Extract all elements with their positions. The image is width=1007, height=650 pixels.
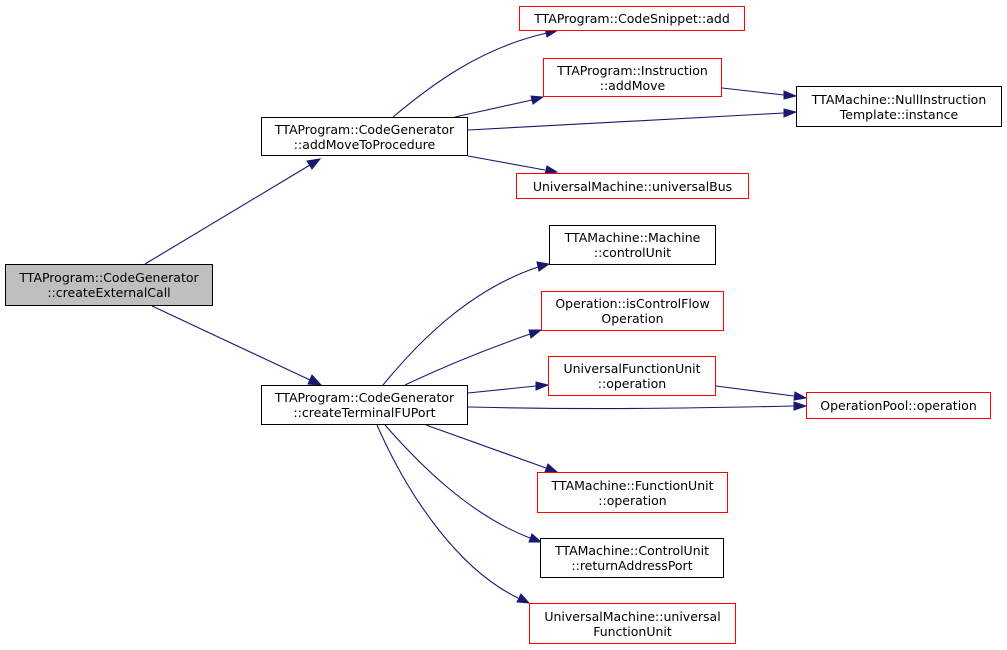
node-label: Operation::isControlFlow	[555, 296, 710, 311]
node-universal-function-unit[interactable]: UniversalMachine::universal FunctionUnit	[529, 603, 736, 644]
node-label: TTAProgram::CodeSnippet::add	[534, 11, 730, 26]
node-label: ::addMoveToProcedure	[293, 136, 436, 152]
edge-create-terminal-fu-port-to-function-unit-operation	[425, 424, 547, 469]
node-label: UniversalMachine::universal	[544, 608, 721, 624]
node-null-instruction-template-instance[interactable]: TTAMachine::NullInstruction Template::in…	[796, 86, 1002, 127]
arrowhead	[544, 463, 559, 473]
node-operation-pool-operation[interactable]: OperationPool::operation	[806, 392, 991, 419]
arrowhead	[530, 95, 545, 105]
node-universal-bus[interactable]: UniversalMachine::universalBus	[516, 173, 749, 199]
arrowhead	[528, 329, 543, 339]
arrowhead	[783, 90, 798, 100]
edge-universal-function-unit-operation-to-operation-pool	[715, 385, 795, 397]
node-label: TTAMachine::Machine	[564, 230, 701, 245]
node-create-terminal-fu-port[interactable]: TTAProgram::CodeGenerator ::createTermin…	[261, 385, 468, 425]
node-label: Template::instance	[839, 106, 959, 122]
edge-add-move-to-procedure-to-code-snippet-add	[392, 32, 548, 118]
node-label: TTAProgram::Instruction	[557, 62, 708, 78]
edge-add-move-to-procedure-to-instruction-add-move	[454, 99, 533, 118]
arrowhead	[528, 533, 543, 543]
arrowhead	[793, 391, 808, 401]
node-add-move-to-procedure[interactable]: TTAProgram::CodeGenerator ::addMoveToPro…	[261, 117, 468, 156]
node-label: OperationPool::operation	[820, 398, 977, 413]
arrowhead	[536, 261, 551, 272]
node-label: TTAProgram::CodeGenerator	[19, 270, 199, 285]
edge-create-external-call-to-create-terminal-fu-port	[151, 305, 311, 381]
edge-create-terminal-fu-port-to-return-address-port	[384, 424, 531, 539]
node-label: ::addMove	[599, 77, 666, 93]
node-label: FunctionUnit	[593, 623, 672, 639]
node-return-address-port[interactable]: TTAMachine::ControlUnit ::returnAddressP…	[540, 538, 724, 578]
node-label: ::controlUnit	[593, 245, 672, 260]
edge-create-terminal-fu-port-to-universal-function-unit-operation	[467, 385, 537, 394]
node-is-control-flow-operation[interactable]: Operation::isControlFlow Operation	[541, 291, 724, 331]
node-label: Operation	[601, 311, 664, 326]
edge-create-terminal-fu-port-to-operation-pool	[467, 405, 795, 410]
edge-instruction-add-move-to-null-instruction-template	[721, 87, 785, 96]
node-create-external-call: TTAProgram::CodeGenerator ::createExtern…	[5, 264, 213, 306]
edge-add-move-to-procedure-to-universal-bus	[467, 155, 546, 171]
node-label: ::operation	[598, 492, 667, 508]
edge-create-terminal-fu-port-to-machine-control-unit	[382, 266, 539, 386]
arrowhead	[793, 401, 808, 411]
edge-add-move-to-procedure-to-null-instruction-template	[467, 112, 785, 131]
node-function-unit-operation[interactable]: TTAMachine::FunctionUnit ::operation	[537, 472, 728, 513]
node-universal-function-unit-operation[interactable]: UniversalFunctionUnit ::operation	[548, 356, 716, 396]
node-label: UniversalFunctionUnit	[563, 361, 701, 376]
edge-create-terminal-fu-port-to-is-control-flow-operation	[404, 333, 531, 386]
node-label: ::returnAddressPort	[571, 558, 693, 573]
node-label: ::operation	[597, 376, 667, 391]
node-instruction-add-move[interactable]: TTAProgram::Instruction ::addMove	[543, 58, 722, 97]
edge-create-external-call-to-add-move-to-procedure	[144, 164, 311, 265]
edge-create-terminal-fu-port-to-universal-function-unit	[376, 424, 519, 599]
node-label: TTAProgram::CodeGenerator	[274, 390, 455, 405]
node-label: TTAProgram::CodeGenerator	[274, 121, 455, 137]
node-label: ::createTerminalFUPort	[293, 405, 436, 420]
arrowhead	[783, 108, 798, 118]
arrowhead	[306, 158, 322, 170]
node-code-snippet-add[interactable]: TTAProgram::CodeSnippet::add	[519, 6, 745, 31]
node-label: ::createExternalCall	[47, 285, 171, 300]
node-label: TTAMachine::FunctionUnit	[551, 477, 714, 493]
node-label: TTAMachine::ControlUnit	[554, 543, 709, 558]
node-label: UniversalMachine::universalBus	[532, 178, 733, 194]
arrowhead	[516, 593, 531, 604]
node-label: TTAMachine::NullInstruction	[811, 91, 987, 107]
arrowhead	[535, 381, 550, 391]
node-machine-control-unit[interactable]: TTAMachine::Machine ::controlUnit	[549, 225, 716, 265]
arrowhead	[307, 374, 323, 386]
